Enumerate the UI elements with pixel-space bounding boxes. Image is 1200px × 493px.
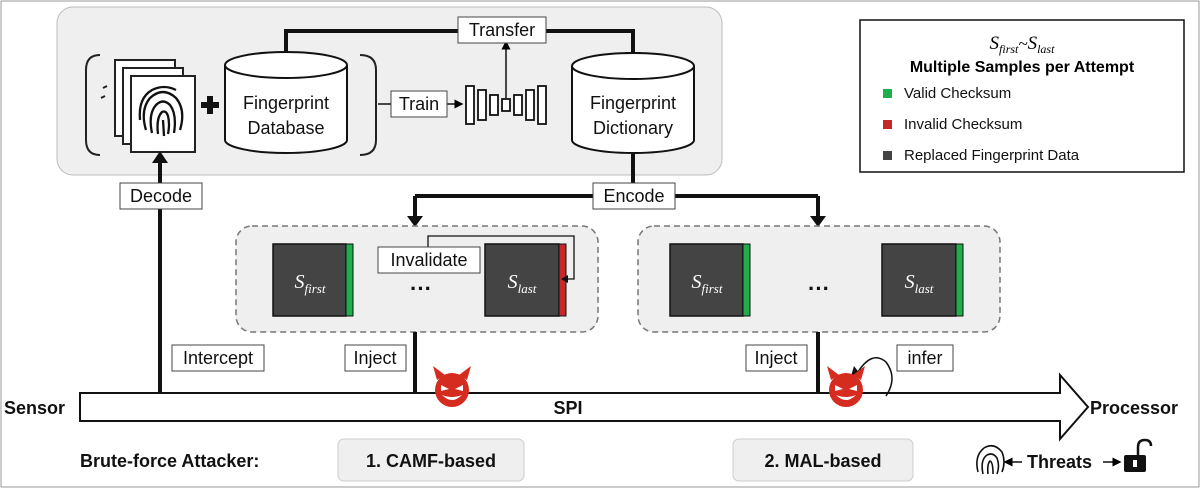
train-box — [390, 90, 448, 118]
devil-icon — [827, 366, 865, 407]
legend-swatch-replaced — [883, 151, 892, 160]
fingerprint-icon — [976, 444, 1005, 475]
plus-icon — [201, 96, 219, 114]
svg-text:Sfirst: Sfirst — [295, 271, 326, 296]
inject-box-1 — [344, 344, 407, 372]
fingerprint-stack-icon — [100, 59, 196, 153]
transfer-box — [457, 16, 547, 44]
autoencoder-icon — [465, 85, 547, 125]
legend-item-invalid: Invalid Checksum — [904, 116, 1022, 133]
invalidate-label: Invalidate — [390, 250, 467, 270]
camf-sample-last: Slast — [484, 243, 567, 317]
intercept-label: Intercept — [183, 348, 253, 368]
method-1-label: 1. CAMF-based — [366, 451, 496, 471]
spi-label: SPI — [553, 398, 582, 418]
invalidate-box — [377, 246, 481, 274]
legend-swatch-invalid — [883, 120, 892, 129]
legend: Sfirst~Slast Multiple Samples per Attemp… — [859, 19, 1185, 173]
inject-box-2 — [745, 344, 808, 372]
unlock-icon — [1124, 438, 1153, 472]
fingerprint-database: Fingerprint Database — [224, 51, 348, 154]
encode-right-arrowhead — [810, 216, 826, 227]
mal-sample-first: Sfirst — [669, 243, 751, 317]
method-2-label: 2. MAL-based — [764, 451, 881, 471]
devil-icon — [433, 366, 471, 407]
fp-dictionary-label-1: Fingerprint — [590, 93, 676, 113]
processor-label: Processor — [1090, 398, 1178, 418]
inject-label-2: Inject — [754, 348, 797, 368]
legend-swatch-valid — [883, 89, 892, 98]
legend-subtitle: Multiple Samples per Attempt — [910, 59, 1135, 76]
decode-arrowhead — [152, 151, 168, 163]
training-panel — [56, 6, 723, 176]
infer-loop — [857, 357, 893, 397]
sensor-label: Sensor — [4, 398, 65, 418]
transfer-label: Transfer — [469, 20, 535, 40]
decode-box — [119, 182, 203, 210]
encode-left-arrowhead — [407, 216, 423, 227]
left-bracket — [85, 54, 101, 156]
decode-label: Decode — [130, 186, 192, 206]
train-label: Train — [399, 94, 439, 114]
fp-database-label-2: Database — [247, 118, 324, 138]
legend-item-replaced: Replaced Fingerprint Data — [904, 147, 1080, 164]
right-bracket — [359, 54, 377, 156]
infer-box — [896, 344, 954, 372]
svg-text:Slast: Slast — [508, 271, 537, 296]
fp-database-label-1: Fingerprint — [243, 93, 329, 113]
method-2-badge — [732, 438, 914, 482]
camf-sample-first: Sfirst — [272, 243, 354, 317]
svg-text:Slast: Slast — [905, 271, 934, 296]
attacker-label: Brute-force Attacker: — [80, 451, 259, 471]
encode-box — [592, 182, 676, 210]
encode-label: Encode — [603, 186, 664, 206]
invalidate-loop — [427, 235, 575, 280]
fingerprint-dictionary: Fingerprint Dictionary — [571, 52, 695, 154]
method-1-badge — [337, 438, 525, 482]
spi-bus — [79, 372, 1090, 442]
mal-sample-last: Slast — [881, 243, 964, 317]
intercept-box — [171, 344, 265, 372]
threats-label: Threats — [1027, 452, 1092, 472]
inject-label-1: Inject — [353, 348, 396, 368]
legend-title: Sfirst~Slast — [990, 33, 1056, 56]
infer-label: infer — [907, 348, 942, 368]
svg-text:Sfirst: Sfirst — [692, 271, 723, 296]
camf-ellipsis: ··· — [410, 276, 432, 301]
fp-dictionary-label-2: Dictionary — [593, 118, 673, 138]
legend-item-valid: Valid Checksum — [904, 85, 1011, 102]
invalidate-arrowhead — [561, 275, 568, 283]
mal-ellipsis: ··· — [808, 276, 830, 301]
